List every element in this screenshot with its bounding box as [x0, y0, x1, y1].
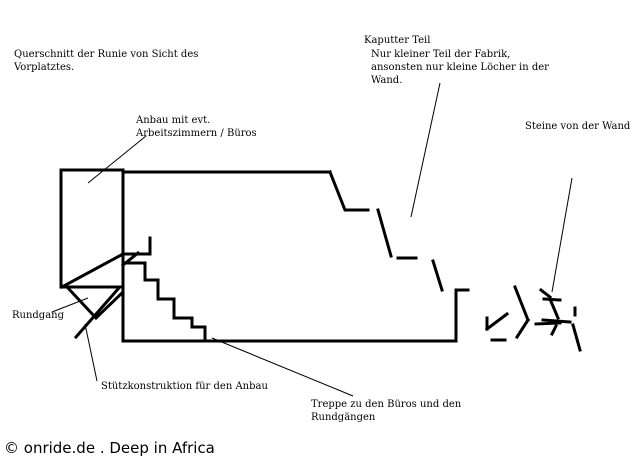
diagram-title: Querschnitt der Runie von Sicht des Vorp… [14, 49, 199, 73]
walkway-label: Rundgang [12, 310, 65, 321]
annex [59, 168, 125, 289]
staircase [123, 261, 218, 343]
stairs-label: Treppe zu den Büros und den Rundgängen [311, 399, 462, 423]
walkway-support [64, 284, 125, 340]
leader-lines [51, 82, 573, 397]
broken-part-description: Nur kleiner Teil der Fabrik, ansonsten n… [371, 49, 549, 86]
copyright-notice: © onride.de . Deep in Africa [4, 439, 215, 457]
stones-label: Steine von der Wand [525, 121, 631, 132]
scattered-stones [484, 285, 582, 352]
support-structure-label: Stützkonstruktion für den Anbau [101, 381, 268, 392]
broken-part-label: Kaputter Teil [364, 35, 431, 46]
annex-label: Anbau mit evt. Arbeitszimmern / Büros [136, 115, 257, 139]
building-outline [121, 170, 470, 343]
